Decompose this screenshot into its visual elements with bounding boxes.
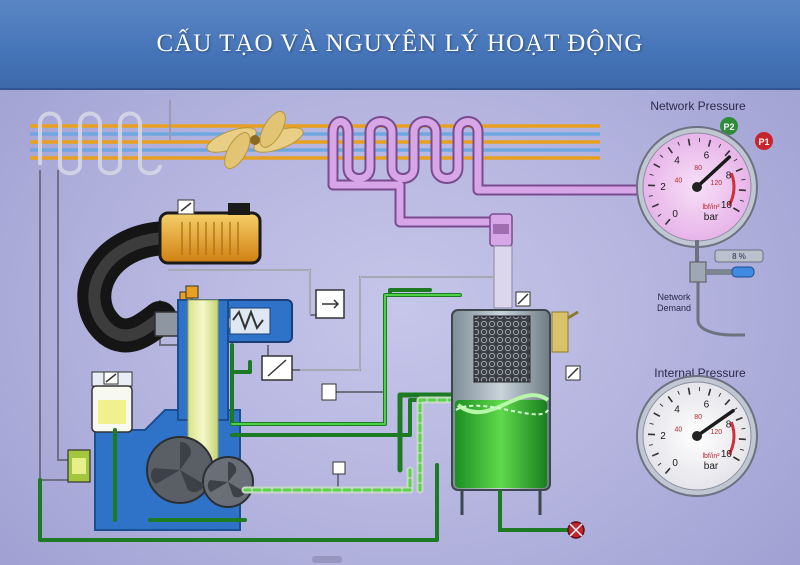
gauge-tick [649,422,654,425]
gauge-tick [657,213,662,217]
scroll-handle [312,556,342,563]
gauge-psi-label: 40 [675,427,683,434]
gauge-bar-label: 0 [672,458,678,469]
gauge-tick [649,173,654,176]
oil-lines [38,288,462,542]
gauge-bar-label: 0 [672,209,678,220]
gauge-red-zone [727,421,736,456]
page-title: CẤU TẠO VÀ NGUYÊN LÝ HOẠT ĐỘNG [156,30,644,57]
gauge-tick [664,467,671,475]
thermostatic-valve [67,449,91,483]
network-gauge-title: Network Pressure [650,99,746,113]
gauge-tick [732,456,740,462]
p1-badge: P1 [758,137,769,147]
gauge-tick [707,139,712,147]
network-demand-valve: 8 % Network Demand [657,249,764,337]
oil-filter [91,371,133,433]
gauge-tick [659,154,664,158]
gauge-bar-label: 6 [704,150,710,161]
gauge-tick [677,141,680,146]
fan-icon [206,111,304,169]
gauge-psi-label: 120 [710,429,722,436]
pressure-switch-icon [185,285,199,299]
gauge-psi-label: 80 [694,414,702,421]
gauge-tick [741,427,746,430]
gauge-unit-bar: bar [704,212,719,223]
gauge-tick [653,412,661,417]
gauge-tick [657,462,662,466]
gauge-tick [648,195,653,197]
separator-tank [451,291,581,515]
gauge-tick [724,399,731,406]
gauge-tick [648,444,653,446]
gauge-bar-label: 10 [721,449,733,460]
gauge-bar-label: 8 [726,419,732,430]
gauge-tick [651,203,659,208]
gauge-unit-psi: lbf/in² [702,204,720,211]
gauge-psi-label: 40 [675,178,683,185]
gauge-tick [687,138,691,146]
gauge-tick [707,388,712,396]
gauge-tick [687,387,691,395]
title-bar: CẤU TẠO VÀ NGUYÊN LÝ HOẠT ĐỘNG [0,0,800,90]
gauge-tick [735,167,743,173]
network-demand-value: 8 % [732,252,746,261]
gauge-psi-label: 120 [710,180,722,187]
gauge-psi-label: 80 [694,165,702,172]
gauge-bar-label: 2 [660,431,666,442]
compressor-housing [94,299,254,531]
gauge-bar-label: 10 [721,200,733,211]
gauge-bar-label: 8 [726,170,732,181]
gauge-tick [718,392,722,397]
gauge-tick [739,199,744,202]
gauge-bar-label: 4 [674,155,680,166]
gauge-tick [667,395,673,403]
p2-badge: P2 [723,122,734,132]
gauge-tick [653,163,661,168]
gauge-unit-bar: bar [704,461,719,472]
aftercooler-tubes [30,100,600,176]
gauge-tick [735,416,743,422]
gauge-tick [659,403,664,407]
gauge-tick [724,150,731,157]
gauge-red-zone [727,172,736,207]
gauge-tick [664,218,671,226]
valve-icon [261,289,346,475]
internal-pressure-gauge: Internal Pressure 0 2 4 6 8 10 40 80 120 lbf/in²b… [636,366,758,497]
gauge-tick [718,143,722,148]
gauge-tick [677,390,680,395]
gauge-tick [732,207,740,213]
gauge-tick [741,178,746,181]
gauge-tick [739,448,744,451]
gauge-bar-label: 2 [660,182,666,193]
drain-valve-icon [498,490,585,539]
air-filter [158,199,262,265]
gauge-tick [733,158,738,162]
gauge-unit-psi: lbf/in² [702,453,720,460]
gauge-tick [651,452,659,457]
network-pressure-gauge: Network Pressure P2 P1 0 2 4 6 8 10 40 80 120 lbf… [636,99,773,262]
network-demand-label-1: Network [657,292,691,302]
air-discharge-line [327,116,646,246]
internal-gauge-title: Internal Pressure [654,366,746,380]
gauge-bar-label: 6 [704,399,710,410]
minimum-pressure-valve [489,213,513,309]
gauge-tick [667,146,673,154]
network-demand-label-2: Demand [657,303,691,313]
gauge-bar-label: 4 [674,404,680,415]
